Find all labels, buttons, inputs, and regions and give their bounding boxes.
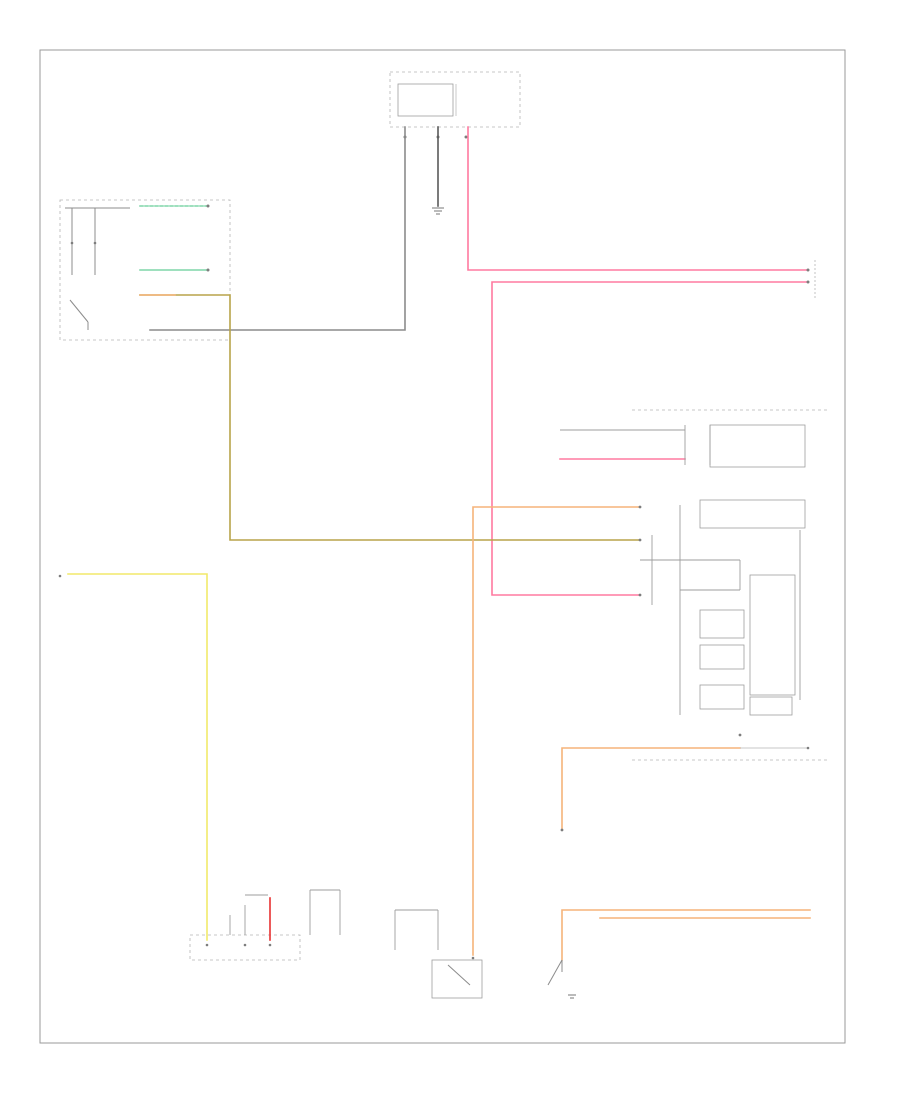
brake-switch (394, 909, 483, 999)
wire-olive (139, 294, 641, 541)
wire-pink-top (467, 126, 809, 271)
wire-orange-lower (561, 909, 811, 961)
wire-orange-right (561, 747, 741, 831)
top-fuse-block (389, 71, 521, 139)
ground-symbol (432, 207, 444, 215)
wire-grey-top (149, 126, 406, 331)
diagram-frame (39, 49, 846, 1044)
right-connector-top (806, 260, 816, 300)
wire-pink-long (491, 281, 809, 596)
steering-switch (189, 889, 341, 961)
wire-orange-main (472, 506, 641, 956)
ground-switch (547, 959, 576, 999)
left-switch (59, 199, 231, 341)
wire-yellow (67, 573, 208, 941)
engine-control-module (560, 409, 830, 761)
